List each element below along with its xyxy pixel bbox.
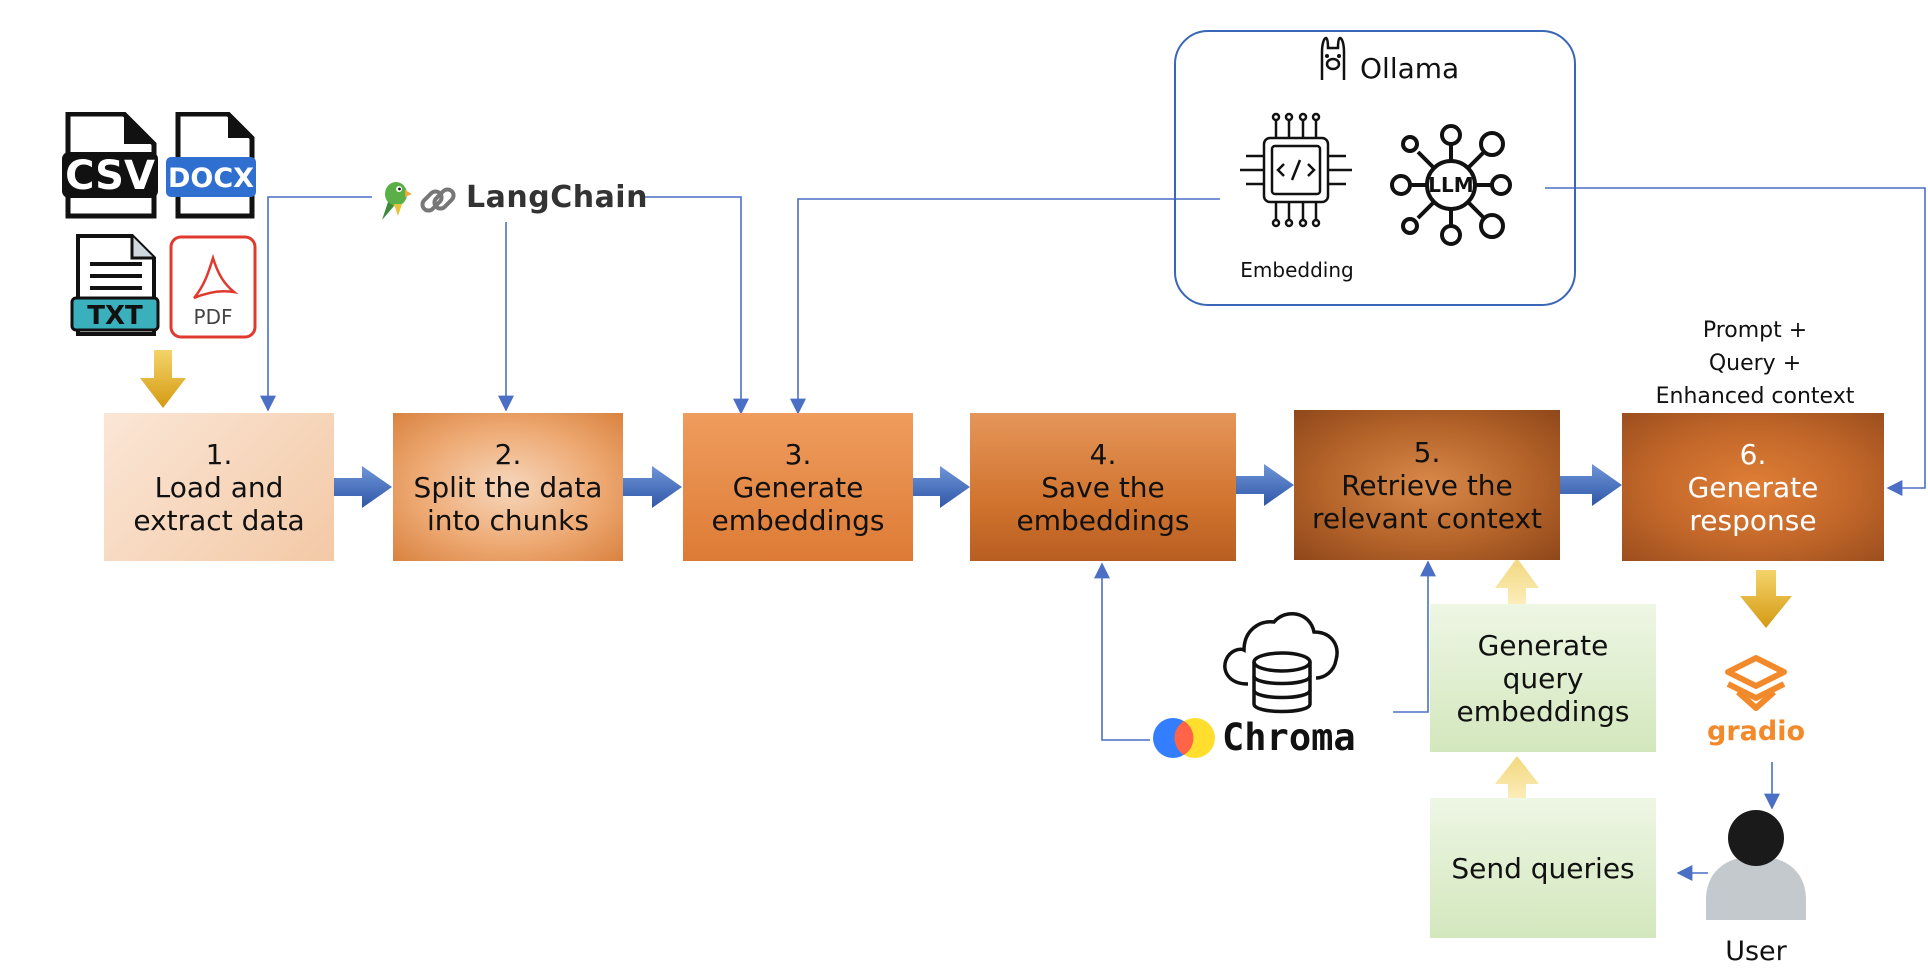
svg-text:TXT: TXT xyxy=(87,301,143,331)
step-2-split-chunks: 2. Split the data into chunks xyxy=(393,413,623,561)
svg-text:LLM: LLM xyxy=(1428,173,1473,197)
llm-network-icon: LLM xyxy=(1390,124,1512,246)
cloud-database-icon xyxy=(1223,611,1339,714)
block-arrow-4-5 xyxy=(1236,464,1294,506)
step-4-number: 4. xyxy=(1089,437,1117,471)
parrot-icon xyxy=(382,182,412,220)
gold-arrow-step6-gradio xyxy=(1740,570,1792,628)
csv-icon: CSV xyxy=(62,112,158,219)
step-5-line1: Retrieve the xyxy=(1341,468,1513,502)
chroma-wordmark: Chroma xyxy=(1222,716,1356,759)
pale-arrow-generate-step5 xyxy=(1495,558,1539,618)
step-4-line2: embeddings xyxy=(1016,503,1190,537)
block-arrow-3-4 xyxy=(912,466,970,508)
llama-icon xyxy=(1320,36,1346,80)
step-3-number: 3. xyxy=(784,437,812,471)
svg-text:PDF: PDF xyxy=(194,305,233,329)
step-4-save-embeddings: 4. Save the embeddings xyxy=(970,413,1236,561)
step-1-line1: Load and xyxy=(154,470,284,504)
step-2-line2: into chunks xyxy=(427,503,589,537)
txt-icon: TXT xyxy=(70,234,160,336)
step-5-retrieve-context: 5. Retrieve the relevant context xyxy=(1294,410,1560,560)
generate-query-embeddings-box: Generate query embeddings xyxy=(1430,604,1656,752)
connector-llm-step6 xyxy=(1545,187,1926,496)
embedding-label: Embedding xyxy=(1240,258,1354,282)
step-6-line2: response xyxy=(1689,503,1817,537)
user-avatar-icon xyxy=(1706,810,1806,920)
chroma-logo-icon xyxy=(1153,718,1215,758)
pdf-icon: PDF xyxy=(169,235,257,339)
send-queries-box: Send queries xyxy=(1430,798,1656,938)
connector-chroma-step4 xyxy=(1094,562,1150,741)
step-6-number: 6. xyxy=(1739,437,1767,471)
step-3-line2: embeddings xyxy=(711,503,885,537)
block-arrow-5-6 xyxy=(1560,464,1622,506)
step-5-number: 5. xyxy=(1413,435,1441,469)
chain-link-icon xyxy=(420,187,456,213)
generate-query-line3: embeddings xyxy=(1456,694,1630,728)
send-queries-label: Send queries xyxy=(1451,851,1635,885)
block-arrow-1-2 xyxy=(330,466,392,508)
generate-query-line1: Generate xyxy=(1477,628,1609,662)
step-1-line2: extract data xyxy=(133,503,305,537)
ollama-container: Ollama Embedding LLM xyxy=(1174,30,1576,306)
step-6-generate-response: 6. Generate response xyxy=(1622,413,1884,561)
step-2-number: 2. xyxy=(494,437,522,471)
langchain-wordmark: LangChain xyxy=(466,180,648,215)
step-6-line1: Generate xyxy=(1687,470,1819,504)
pale-arrow-send-generate xyxy=(1495,756,1539,812)
connector-chroma-step5 xyxy=(1393,560,1436,713)
prompt-note-line1: Prompt + xyxy=(1702,318,1808,343)
generate-query-line2: query xyxy=(1502,661,1584,695)
step-4-line1: Save the xyxy=(1041,470,1165,504)
step-3-generate-embeddings: 3. Generate embeddings xyxy=(683,413,913,561)
connector-langchain-step3 xyxy=(641,196,749,415)
connector-langchain-step1 xyxy=(260,196,372,412)
gradio-logo-icon xyxy=(1725,655,1787,711)
block-arrow-2-3 xyxy=(622,466,682,508)
step-1-number: 1. xyxy=(205,437,233,471)
prompt-note: Prompt + Query + Enhanced context xyxy=(1650,314,1860,413)
svg-text:CSV: CSV xyxy=(65,153,155,199)
step-1-load-extract: 1. Load and extract data xyxy=(104,413,334,561)
gradio-wordmark: gradio xyxy=(1707,716,1805,747)
embedding-chip-icon xyxy=(1240,112,1352,228)
connector-embedding-step3 xyxy=(790,198,1220,415)
step-3-line1: Generate xyxy=(732,470,864,504)
step-5-line2: relevant context xyxy=(1311,501,1542,535)
prompt-note-line2: Query + xyxy=(1708,351,1802,376)
svg-text:DOCX: DOCX xyxy=(168,163,254,194)
ollama-wordmark: Ollama xyxy=(1360,52,1460,85)
docx-icon: DOCX xyxy=(166,112,256,219)
gold-arrow-files-step1 xyxy=(140,350,186,408)
user-label: User xyxy=(1725,936,1787,967)
prompt-note-line3: Enhanced context xyxy=(1655,384,1855,409)
langchain-logo: LangChain xyxy=(376,176,647,222)
step-2-line1: Split the data xyxy=(413,470,603,504)
